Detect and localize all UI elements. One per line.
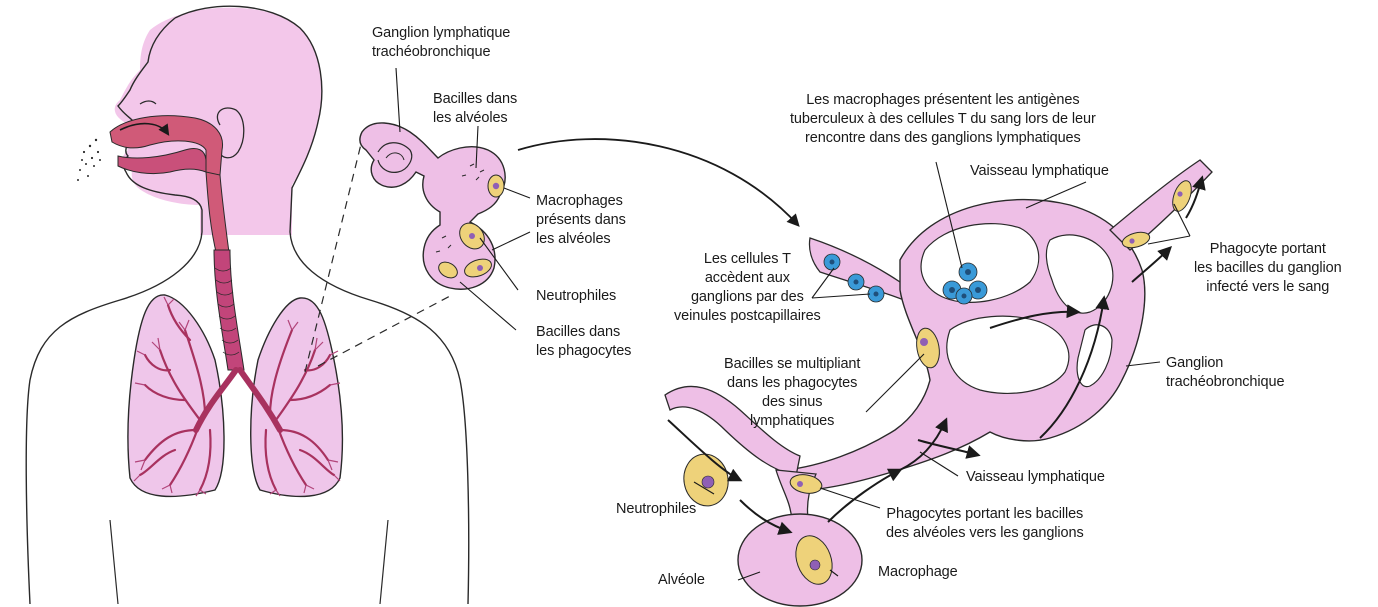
label-neutrophiles-right: Neutrophiles: [616, 500, 696, 519]
label-bacilles-multipliant: Bacilles se multipliant dans les phagocy…: [724, 355, 860, 431]
label-bacilles-phagocytes: Bacilles dans les phagocytes: [536, 323, 631, 361]
label-phagocytes-portant: Phagocytes portant les bacilles des alvé…: [886, 505, 1084, 543]
label-vaisseau-lymphatique-bottom: Vaisseau lymphatique: [966, 468, 1105, 487]
human-figure: [26, 6, 469, 604]
label-neutrophiles-left: Neutrophiles: [536, 287, 616, 306]
label-ganglion-tracheo-right: Ganglion trachéobronchique: [1166, 354, 1284, 392]
alveoli-cluster: [360, 123, 505, 289]
label-phagocyte-portant: Phagocyte portant les bacilles du gangli…: [1194, 240, 1342, 297]
label-vaisseau-lymphatique-top: Vaisseau lymphatique: [970, 162, 1109, 181]
label-bacilles-alveoles: Bacilles dans les alvéoles: [433, 90, 517, 128]
label-ganglion-lymphatique-tracheo: Ganglion lymphatique trachéobronchique: [372, 24, 510, 62]
label-macrophages-presentent: Les macrophages présentent les antigènes…: [790, 91, 1096, 148]
label-macrophages-presents: Macrophages présents dans les alvéoles: [536, 192, 626, 249]
label-macrophage: Macrophage: [878, 563, 958, 582]
label-alveole: Alvéole: [658, 571, 705, 590]
label-cellules-t: Les cellules T accèdent aux ganglions pa…: [674, 250, 821, 326]
